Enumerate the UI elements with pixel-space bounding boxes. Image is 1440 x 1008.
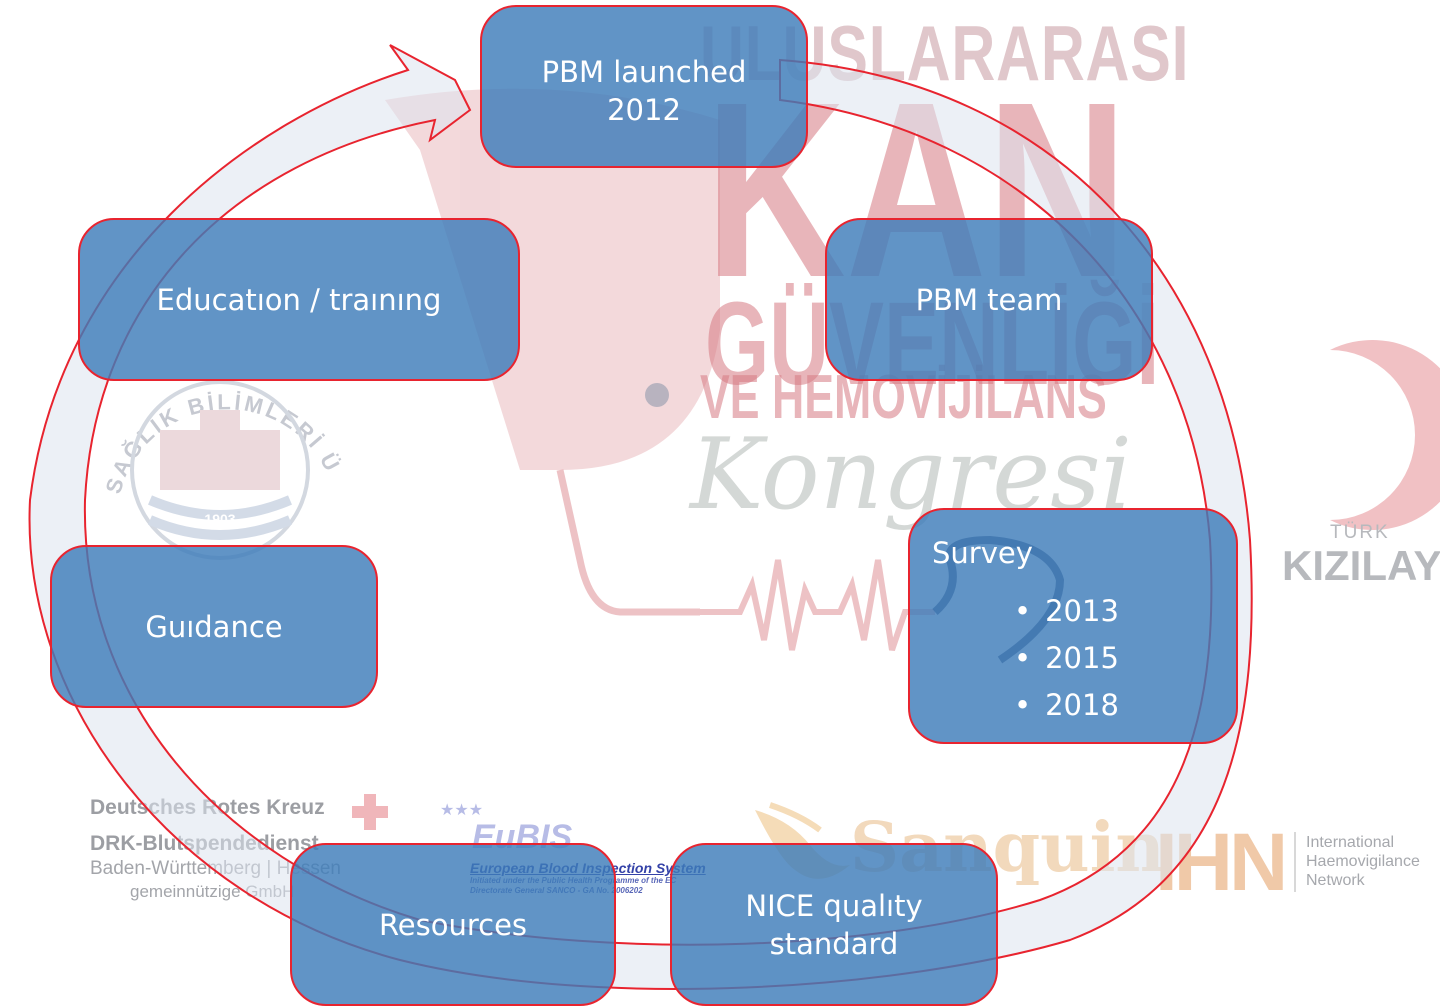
ihn-line2: Haemovigilance [1306, 853, 1420, 870]
red-cross-icon [352, 794, 388, 830]
node-pbm-team-label: PBM team [915, 282, 1063, 317]
node-education-label: Educatıon / traınıng [156, 282, 442, 317]
node-guidance: Guıdance [50, 545, 378, 708]
cycle-ring-shape [28, 44, 1253, 990]
node-guidance-label: Guıdance [145, 609, 283, 644]
heartbeat-line-icon [700, 559, 935, 651]
node-survey-title: Survey [932, 536, 1033, 570]
survey-bullet: 2015 [1014, 635, 1119, 682]
node-resources: Resources [290, 843, 616, 1006]
ihn-divider [1294, 832, 1296, 892]
node-nice-label: NICE qualıty standard [745, 888, 923, 961]
ihn-line3: Network [1306, 872, 1365, 889]
crescent-icon [1330, 340, 1440, 530]
node-pbm-launched: PBM launched 2012 [480, 5, 808, 168]
survey-bullet: 2018 [1014, 682, 1119, 729]
university-year: 1903 [204, 511, 235, 527]
survey-bullet: 2013 [1014, 588, 1119, 635]
node-resources-label: Resources [378, 907, 528, 942]
eubis-stars-icon: ★★★ [440, 800, 484, 819]
node-education: Educatıon / traınıng [78, 218, 520, 381]
kizilay-line1: TÜRK [1330, 522, 1390, 543]
node-survey: Survey 2013 2015 2018 [908, 508, 1238, 744]
node-survey-bullets: 2013 2015 2018 [1014, 588, 1119, 729]
kizilay-line2: KIZILAY [1282, 542, 1440, 589]
ihn-line1: International [1306, 834, 1395, 851]
node-nice: NICE qualıty standard [670, 843, 998, 1006]
node-pbm-team: PBM team [825, 218, 1153, 381]
node-pbm-launched-label: PBM launched 2012 [541, 55, 747, 127]
